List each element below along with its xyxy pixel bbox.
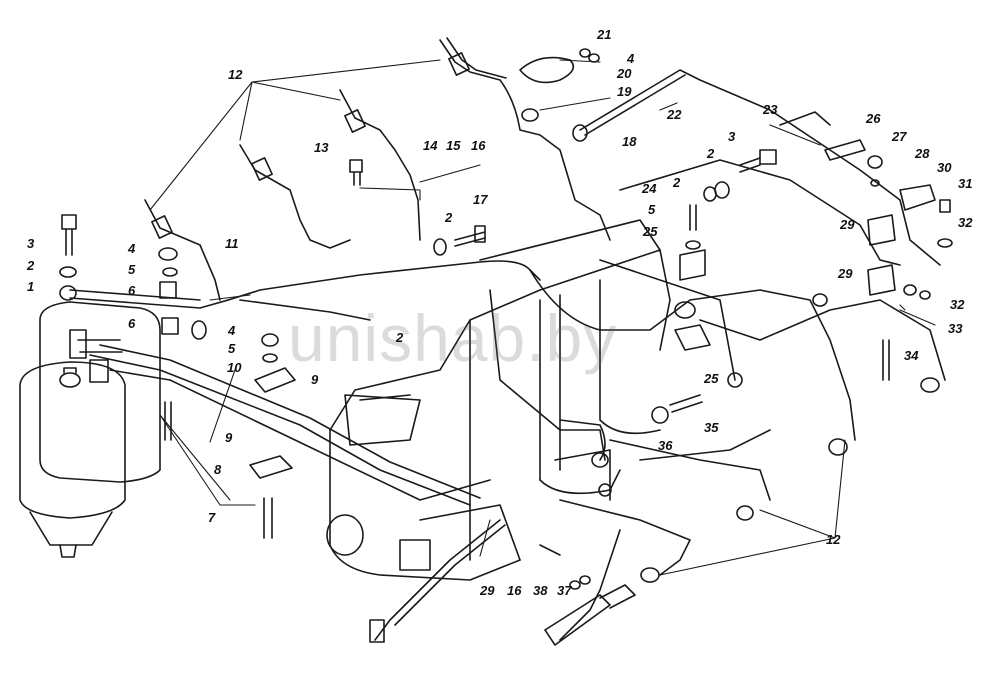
callout-2: 2 xyxy=(27,258,35,273)
callout-20: 20 xyxy=(617,66,632,81)
callout-12: 12 xyxy=(826,532,841,547)
callout-32: 32 xyxy=(950,297,965,312)
callout-35: 35 xyxy=(704,420,719,435)
callout-12: 12 xyxy=(228,67,243,82)
fuel-filter-drawing xyxy=(19,301,161,558)
callout-25: 25 xyxy=(643,224,658,239)
small-parts xyxy=(59,48,953,646)
callout-29: 29 xyxy=(480,583,495,598)
callout-2: 2 xyxy=(673,175,681,190)
callout-9: 9 xyxy=(311,372,319,387)
callout-27: 27 xyxy=(892,129,907,144)
callout-36: 36 xyxy=(658,438,673,453)
callout-32: 32 xyxy=(958,215,973,230)
callout-16: 16 xyxy=(471,138,486,153)
callout-38: 38 xyxy=(533,583,548,598)
callout-4: 4 xyxy=(228,323,236,338)
callout-26: 26 xyxy=(866,111,881,126)
callout-8: 8 xyxy=(214,462,222,477)
callout-5: 5 xyxy=(228,341,236,356)
callout-5: 5 xyxy=(648,202,656,217)
callout-17: 17 xyxy=(473,192,488,207)
callout-5: 5 xyxy=(128,262,136,277)
callout-14: 14 xyxy=(423,138,438,153)
callout-10: 10 xyxy=(227,360,242,375)
callout-21: 21 xyxy=(597,27,612,42)
callout-19: 19 xyxy=(617,84,632,99)
callout-30: 30 xyxy=(937,160,952,175)
callout-28: 28 xyxy=(915,146,930,161)
callout-7: 7 xyxy=(208,510,216,525)
callout-24: 24 xyxy=(642,181,657,196)
leader-lines xyxy=(149,59,936,576)
callout-6: 6 xyxy=(128,283,136,298)
callout-2: 2 xyxy=(396,330,404,345)
callout-4: 4 xyxy=(627,51,635,66)
callout-6: 6 xyxy=(128,316,136,331)
callout-29: 29 xyxy=(840,217,855,232)
callout-16: 16 xyxy=(507,583,522,598)
callout-13: 13 xyxy=(314,140,329,155)
callout-2: 2 xyxy=(707,146,715,161)
callout-34: 34 xyxy=(904,348,919,363)
injection-pump-drawing xyxy=(326,219,671,581)
callout-23: 23 xyxy=(763,102,778,117)
callout-11: 11 xyxy=(225,236,239,251)
callout-1: 1 xyxy=(27,279,35,294)
callout-33: 33 xyxy=(948,321,963,336)
callout-9: 9 xyxy=(225,430,233,445)
callout-15: 15 xyxy=(446,138,461,153)
callout-3: 3 xyxy=(728,129,736,144)
callout-22: 22 xyxy=(667,107,682,122)
fuel-lines-drawing xyxy=(69,37,946,641)
callout-4: 4 xyxy=(128,241,136,256)
callout-25: 25 xyxy=(704,371,719,386)
callout-2: 2 xyxy=(445,210,453,225)
callout-3: 3 xyxy=(27,236,35,251)
callout-18: 18 xyxy=(622,134,637,149)
callout-31: 31 xyxy=(958,176,973,191)
callout-29: 29 xyxy=(838,266,853,281)
callout-37: 37 xyxy=(557,583,572,598)
